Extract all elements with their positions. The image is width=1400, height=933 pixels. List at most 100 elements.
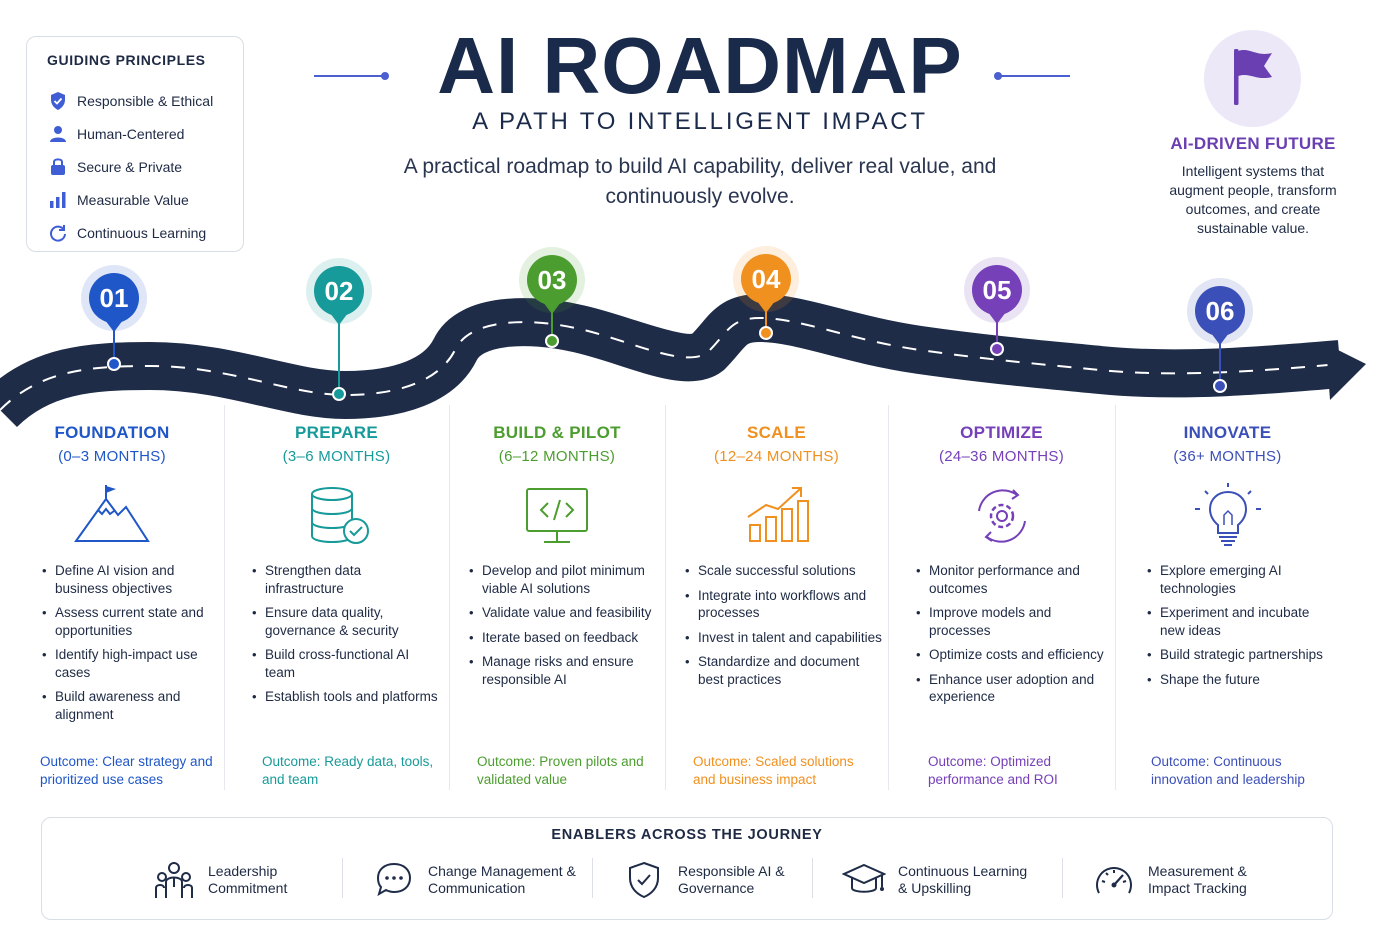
code-monitor-icon bbox=[517, 483, 597, 549]
title-decor-left-dot bbox=[381, 72, 389, 80]
phase-range: (12–24 MONTHS) bbox=[713, 448, 840, 465]
milestone-number: 02 bbox=[325, 276, 354, 306]
list-item: Strengthen data infrastructure bbox=[252, 562, 442, 597]
phase-title: BUILD & PILOT bbox=[493, 423, 621, 442]
phase-outcome: Outcome: Continuous innovation and leade… bbox=[1151, 754, 1305, 787]
flag-icon bbox=[1228, 45, 1278, 112]
phase-bullets: Scale successful solutions Integrate int… bbox=[685, 562, 885, 695]
road-marker-dot bbox=[759, 326, 773, 340]
phase-bullets: Strengthen data infrastructure Ensure da… bbox=[252, 562, 442, 713]
phase-title: FOUNDATION bbox=[54, 423, 170, 442]
principle-secure: Secure & Private bbox=[47, 150, 243, 183]
road-marker-dot bbox=[1213, 379, 1227, 393]
column-divider bbox=[449, 405, 450, 790]
list-item: Define AI vision and business objectives bbox=[42, 562, 222, 597]
list-item: Explore emerging AI technologies bbox=[1147, 562, 1337, 597]
principle-measurable: Measurable Value bbox=[47, 183, 243, 216]
enablers-box: ENABLERS ACROSS THE JOURNEY Leadership C… bbox=[41, 817, 1333, 920]
team-icon bbox=[152, 858, 196, 902]
enabler-divider bbox=[812, 858, 813, 898]
principle-label: Responsible & Ethical bbox=[77, 92, 214, 109]
list-item: Integrate into workflows and processes bbox=[685, 587, 885, 622]
list-item: Monitor performance and outcomes bbox=[916, 562, 1111, 597]
refresh-icon bbox=[47, 222, 69, 244]
phase-outcome: Outcome: Proven pilots and validated val… bbox=[477, 754, 644, 787]
phase-title: PREPARE bbox=[294, 423, 379, 442]
phase-outcome: Outcome: Scaled solutions and business i… bbox=[693, 754, 854, 787]
principle-responsible: Responsible & Ethical bbox=[47, 84, 243, 117]
milestone-number: 04 bbox=[752, 264, 781, 294]
database-check-icon bbox=[297, 483, 377, 549]
person-icon bbox=[47, 123, 69, 145]
graduation-cap-icon bbox=[842, 858, 886, 902]
list-item: Build cross-functional AI team bbox=[252, 646, 442, 681]
title-decor-right-dot bbox=[994, 72, 1002, 80]
pin-body bbox=[89, 273, 139, 323]
page-description: A practical roadmap to build AI capabili… bbox=[403, 155, 997, 208]
phase-title: SCALE bbox=[746, 423, 807, 442]
enabler-change-management: Change Management & Communication bbox=[372, 858, 578, 902]
pin-body bbox=[314, 266, 364, 316]
milestone-pin-04: 04 bbox=[733, 246, 799, 340]
phase-range: (36+ MONTHS) bbox=[1173, 448, 1282, 465]
road-marker-dot bbox=[545, 334, 559, 348]
principle-label: Secure & Private bbox=[77, 158, 183, 175]
road-marker-dot bbox=[332, 387, 346, 401]
road-marker-dot bbox=[107, 357, 121, 371]
chat-bubble-icon bbox=[372, 858, 416, 902]
enabler-label: Measurement & Impact Tracking bbox=[1148, 862, 1247, 897]
phase-range: (0–3 MONTHS) bbox=[58, 448, 166, 465]
page-title: AI ROADMAP bbox=[437, 21, 963, 110]
list-item: Manage risks and ensure responsible AI bbox=[469, 653, 659, 688]
phase-title: OPTIMIZE bbox=[960, 423, 1043, 442]
list-item: Enhance user adoption and experience bbox=[916, 671, 1111, 706]
list-item: Identify high-impact use cases bbox=[42, 646, 222, 681]
mountain-flag-icon bbox=[72, 483, 152, 549]
principle-label: Measurable Value bbox=[77, 191, 189, 208]
future-description: Intelligent systems that augment people,… bbox=[1169, 163, 1337, 236]
phase-prepare: PREPARE (3–6 MONTHS) Strengthen data inf… bbox=[224, 405, 449, 790]
phase-bullets: Define AI vision and business objectives… bbox=[42, 562, 222, 730]
phase-range: (6–12 MONTHS) bbox=[498, 448, 616, 465]
milestone-number: 03 bbox=[538, 265, 567, 295]
enabler-responsible-ai: Responsible AI & Governance bbox=[622, 858, 788, 902]
milestone-pin-06: 06 bbox=[1187, 278, 1253, 393]
column-divider bbox=[888, 405, 889, 790]
title-decor-left-line bbox=[314, 75, 384, 77]
principle-human: Human-Centered bbox=[47, 117, 243, 150]
principles-heading: GUIDING PRINCIPLES bbox=[47, 52, 206, 68]
phase-title: INNOVATE bbox=[1183, 423, 1272, 442]
list-item: Ensure data quality, governance & securi… bbox=[252, 604, 442, 639]
title-decor-right-line bbox=[1000, 75, 1070, 77]
lock-icon bbox=[47, 156, 69, 178]
enabler-label: Continuous Learning & Upskilling bbox=[898, 862, 1028, 897]
phase-outcome: Outcome: Ready data, tools, and team bbox=[262, 754, 434, 787]
enabler-leadership: Leadership Commitment bbox=[152, 858, 303, 902]
phase-bullets: Develop and pilot minimum viable AI solu… bbox=[469, 562, 659, 695]
milestone-pin-02: 02 bbox=[306, 258, 372, 401]
pin-body bbox=[972, 265, 1022, 315]
phase-build-pilot: BUILD & PILOT (6–12 MONTHS) Develop and … bbox=[449, 405, 665, 790]
pin-body bbox=[1195, 286, 1245, 336]
list-item: Scale successful solutions bbox=[685, 562, 885, 580]
pin-body bbox=[527, 255, 577, 305]
phase-range: (24–36 MONTHS) bbox=[938, 448, 1065, 465]
phase-foundation: FOUNDATION (0–3 MONTHS) Define AI vision… bbox=[0, 405, 224, 790]
column-divider bbox=[1115, 405, 1116, 790]
enabler-label: Change Management & Communication bbox=[428, 862, 576, 897]
milestone-pin-05: 05 bbox=[964, 257, 1030, 356]
phase-bullets: Explore emerging AI technologies Experim… bbox=[1147, 562, 1337, 695]
list-item: Improve models and processes bbox=[916, 604, 1111, 639]
future-title: AI-DRIVEN FUTURE bbox=[1170, 134, 1336, 153]
enabler-divider bbox=[1062, 858, 1063, 898]
enabler-continuous-learning: Continuous Learning & Upskilling bbox=[842, 858, 1038, 902]
shield-icon bbox=[47, 90, 69, 112]
principle-label: Continuous Learning bbox=[77, 224, 207, 241]
enabler-measurement: Measurement & Impact Tracking bbox=[1092, 858, 1278, 902]
lightbulb-icon bbox=[1188, 483, 1268, 549]
future-flag-badge bbox=[1204, 30, 1301, 127]
gauge-icon bbox=[1092, 858, 1136, 902]
shield-check-icon bbox=[622, 858, 666, 902]
milestone-pin-01: 01 bbox=[81, 265, 147, 371]
